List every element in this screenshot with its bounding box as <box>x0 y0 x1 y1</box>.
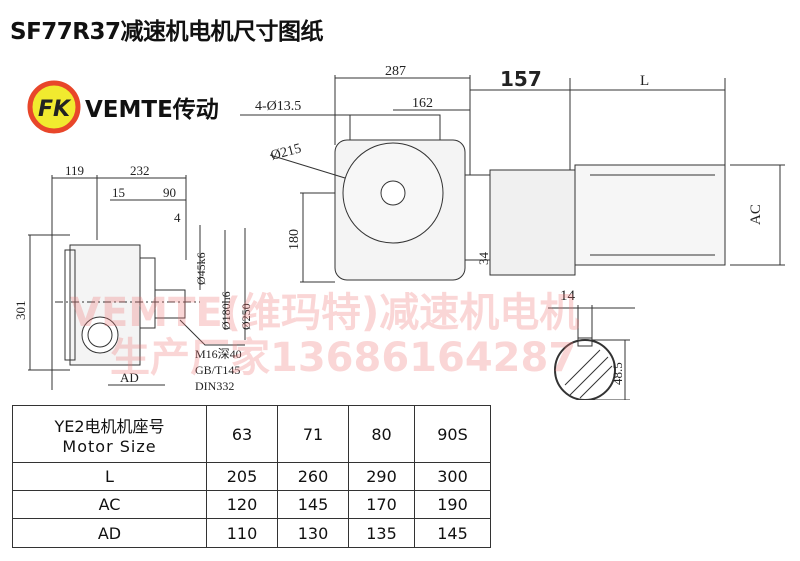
dim-119: 119 <box>65 163 84 178</box>
dim-l: L <box>640 73 649 89</box>
motor-size-table: YE2电机机座号 Motor Size 63 71 80 90S L 205 2… <box>12 405 491 548</box>
dim-34: 34 <box>476 252 491 266</box>
dim-162: 162 <box>412 96 433 111</box>
brand-name: VEMTE传动 <box>85 97 219 123</box>
row-label: AD <box>12 518 207 548</box>
header-label-en: Motor Size <box>62 436 157 456</box>
table-row: AD 110 130 135 145 <box>12 518 491 548</box>
cell: 130 <box>277 518 349 548</box>
page-title: SF77R37减速机电机尺寸图纸 <box>10 19 324 45</box>
cell: 145 <box>414 518 491 548</box>
dim-15: 15 <box>112 185 125 200</box>
cell: 260 <box>277 462 349 491</box>
front-view-gearbox <box>240 75 785 283</box>
cell: 290 <box>348 462 415 491</box>
dim-holes: 4-Ø13.5 <box>255 99 301 114</box>
cell: 120 <box>206 490 278 519</box>
note-center-hole: M16深40 <box>195 347 242 361</box>
table-row: AC 120 145 170 190 <box>12 490 491 519</box>
dim-pcd: Ø215 <box>269 141 303 164</box>
header-label-cn: YE2电机机座号 <box>54 416 165 436</box>
dim-shaft-height: 48.5 <box>610 362 625 385</box>
cell: 135 <box>348 518 415 548</box>
dim-key-width: 14 <box>560 288 576 304</box>
note-standard-2: DIN332 <box>195 379 234 393</box>
technical-drawing: 119 232 15 90 4 Ø45k6 Ø180h6 Ø250 301 AD… <box>13 64 785 400</box>
dim-pilot: Ø180h6 <box>219 291 233 330</box>
dim-flange: Ø250 <box>239 303 253 330</box>
size-cell: 90S <box>414 405 491 463</box>
dim-157: 157 <box>500 67 542 91</box>
size-cell: 80 <box>348 405 415 463</box>
cell: 205 <box>206 462 278 491</box>
dim-4: 4 <box>174 210 181 225</box>
row-label: AC <box>12 490 207 519</box>
dim-232: 232 <box>130 163 150 178</box>
header-label: YE2电机机座号 Motor Size <box>12 405 207 463</box>
dim-180: 180 <box>287 229 302 250</box>
cell: 170 <box>348 490 415 519</box>
size-cell: 63 <box>206 405 278 463</box>
svg-text:FK: FK <box>38 97 72 122</box>
dim-ac: AC <box>748 204 764 225</box>
side-view-gearbox <box>28 175 246 390</box>
table-row: L 205 260 290 300 <box>12 462 491 491</box>
size-cell: 71 <box>277 405 349 463</box>
cell: 190 <box>414 490 491 519</box>
dim-90: 90 <box>163 185 176 200</box>
cell: 300 <box>414 462 491 491</box>
dim-301: 301 <box>13 301 28 321</box>
dim-shaft: Ø45k6 <box>194 252 208 285</box>
shaft-section <box>548 305 635 400</box>
brand-logo: FK <box>27 80 81 134</box>
cell: 110 <box>206 518 278 548</box>
table-header-row: YE2电机机座号 Motor Size 63 71 80 90S <box>12 405 491 463</box>
dim-ad: AD <box>120 370 139 385</box>
cell: 145 <box>277 490 349 519</box>
row-label: L <box>12 462 207 491</box>
dim-287: 287 <box>385 64 406 79</box>
note-standard-1: GB/T145 <box>195 363 240 377</box>
